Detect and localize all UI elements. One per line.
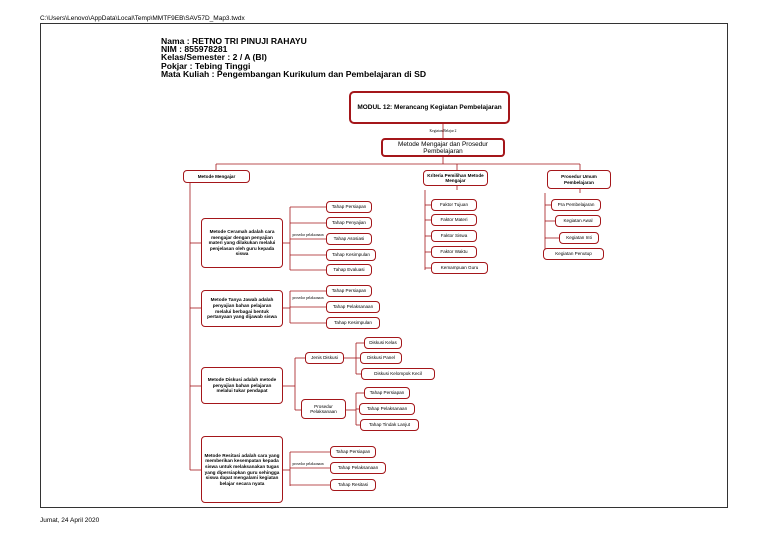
tanyajawab-link-label: prosedur pelaksanaan	[292, 296, 324, 300]
ceramah-step: Tahap Asosiasi	[326, 233, 372, 245]
diskusi-node: Metode Diskusi adalah metode penyajian b…	[201, 367, 283, 404]
student-info: Nama : RETNO TRI PINUJI RAHAYU NIM : 855…	[161, 36, 427, 79]
info-nama: Nama : RETNO TRI PINUJI RAHAYU	[161, 36, 307, 46]
kriteria-item: Kemampuan Guru	[431, 262, 488, 274]
jenis-diskusi-node: Jenis Diskusi	[305, 352, 344, 364]
tanyajawab-step: Tahap Pelaksanaan	[326, 301, 380, 313]
kriteria-item: Faktor Tujuan	[431, 199, 477, 211]
diskusi-step: Tahap Persiapan	[364, 387, 410, 399]
page-frame	[40, 23, 728, 508]
root-link-label: Kegiatan Belajar 2	[429, 129, 457, 133]
info-pokjar: Pokjar : Tebing Tinggi	[161, 60, 251, 71]
info-nim: NIM : 855978281	[161, 44, 228, 55]
tanyajawab-node: Metode Tanya Jawab adalah penyajian baha…	[201, 290, 283, 327]
prosedur-item: Kegiatan Awal	[555, 215, 601, 227]
prosedur-item: Pra Pembelajaran	[551, 199, 601, 211]
kriteria-item: Faktor Siswa	[431, 230, 477, 242]
prosedur-item: Kegiatan Penutup	[543, 248, 604, 260]
info-kelas: Kelas/Semester : 2 / A (BI)	[161, 52, 267, 63]
root-node: MODUL 12: Merancang Kegiatan Pembelajara…	[349, 91, 510, 124]
resitasi-node: Metode Resitasi adalah cara yang memberi…	[201, 436, 283, 503]
resitasi-step: Tahap Resitasi	[330, 479, 376, 491]
tanyajawab-step: Tahap Persiapan	[326, 285, 372, 297]
prosedur-item: Kegiatan Inti	[559, 232, 599, 244]
prosedur-pelaksanaan-node: Prosedur Pelaksanaan	[301, 399, 346, 419]
ceramah-step: Tahap Evaluasi	[326, 264, 372, 276]
footer-date: Jumat, 24 April 2020	[40, 517, 100, 524]
ceramah-step: Tahap Kesimpulan	[326, 249, 376, 261]
resitasi-step: Tahap Persiapan	[330, 446, 376, 458]
tanyajawab-step: Tahap Kesimpulan	[326, 317, 380, 329]
kriteria-item: Faktor Materi	[431, 214, 477, 226]
resitasi-link-label: prosedur pelaksanaan	[292, 462, 324, 466]
diskusi-step: Tahap Tindak Lanjut	[360, 419, 419, 431]
diskusi-type: Diskusi Panel	[360, 352, 402, 364]
ceramah-node: Metode Ceramah adalah cara mengajar deng…	[201, 218, 283, 268]
diskusi-step: Tahap Pelaksanaan	[359, 403, 415, 415]
branch-metode-mengajar: Metode Mengajar	[183, 170, 250, 183]
branch-prosedur-umum: Prosedur Umum Pembelajaran	[547, 170, 611, 189]
diskusi-type: Diskusi Kelompok Kecil	[361, 368, 435, 380]
ceramah-link-label: prosedur pelaksanaan	[292, 233, 324, 237]
file-path: C:\Users\Lenovo\AppData\Local\Temp\MMTF9…	[40, 15, 245, 22]
main-node: Metode Mengajar dan Prosedur Pembelajara…	[381, 138, 505, 157]
ceramah-step: Tahap Penyajian	[326, 217, 372, 229]
branch-kriteria: Kriteria Pemilihan Metode Mengajar	[423, 170, 488, 186]
diskusi-type: Diskusi Kelas	[364, 337, 402, 349]
kriteria-item: Faktor Waktu	[431, 246, 477, 258]
info-matkul: Mata Kuliah : Pengembangan Kurikulum dan…	[161, 68, 427, 79]
ceramah-step: Tahap Persiapan	[326, 201, 372, 213]
resitasi-step: Tahap Pelaksanaan	[330, 462, 386, 474]
